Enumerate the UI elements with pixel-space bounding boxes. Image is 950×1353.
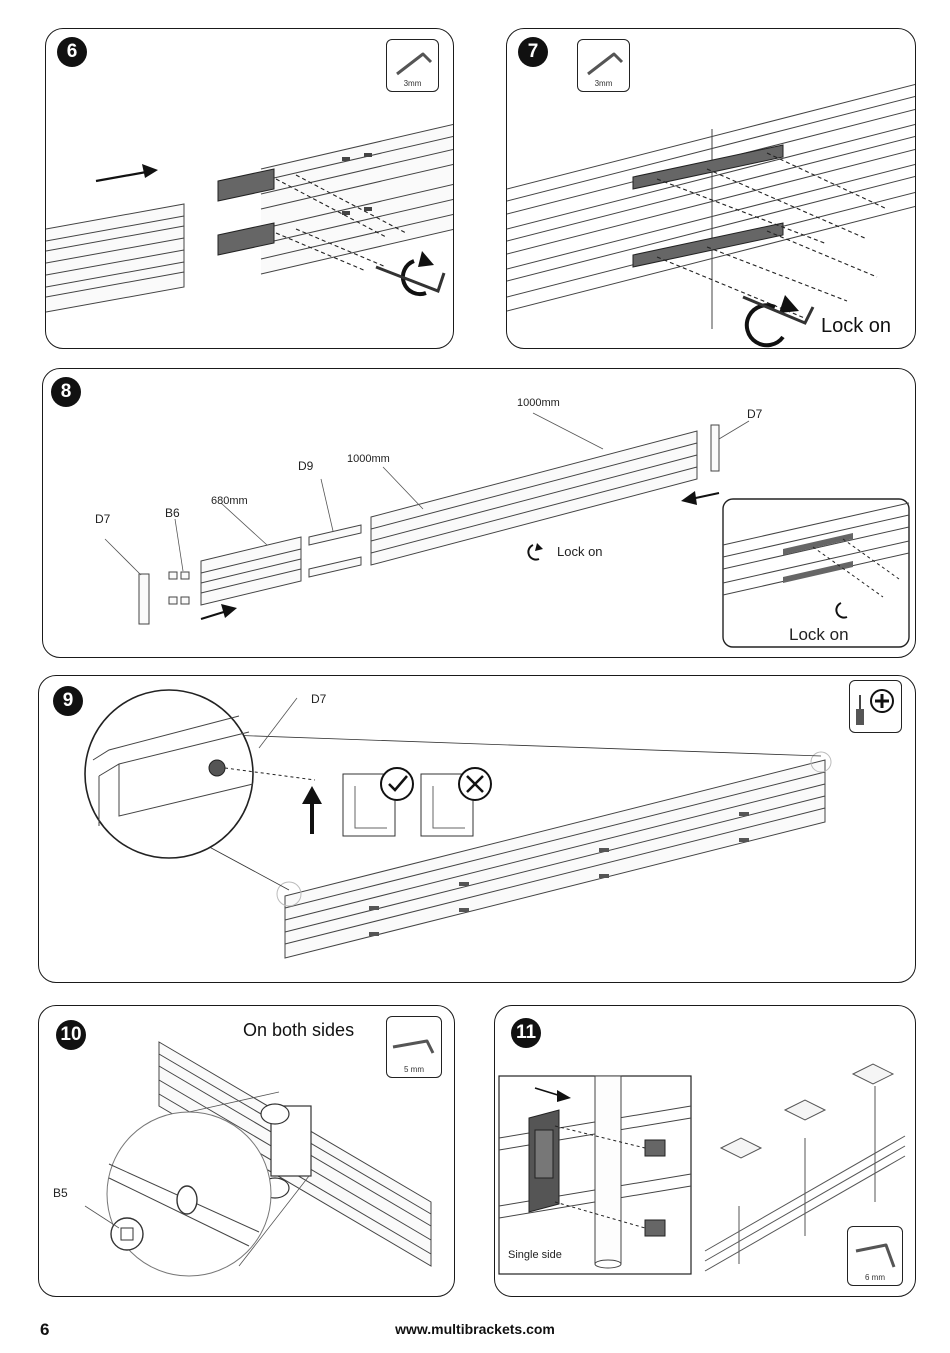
part-label-d7-right: D7 — [747, 407, 762, 421]
screwdriver-icon — [850, 681, 903, 734]
step-7-panel: 7 3mm Lock on — [506, 28, 916, 349]
step-7-illustration — [507, 29, 916, 349]
lock-on-label: Lock on — [557, 544, 603, 559]
part-label-d9: D9 — [298, 459, 313, 473]
tool-box — [849, 680, 902, 733]
tool-size-label: 3mm — [387, 79, 438, 88]
single-side-label: Single side — [508, 1249, 562, 1261]
part-label-b5: B5 — [53, 1186, 68, 1200]
footer-url: www.multibrackets.com — [0, 1321, 950, 1337]
step-number-badge: 6 — [57, 37, 87, 67]
tool-box: 3mm — [577, 39, 630, 92]
step-number-badge: 11 — [511, 1018, 541, 1048]
part-label-b6: B6 — [165, 506, 180, 520]
tool-size-label: 5 mm — [387, 1065, 441, 1074]
length-label-1000-b: 1000mm — [517, 397, 560, 409]
step-9-panel: 9 D7 — [38, 675, 916, 983]
step-6-panel: 6 3mm — [45, 28, 454, 349]
step-number-badge: 8 — [51, 377, 81, 407]
length-label-680: 680mm — [211, 495, 248, 507]
length-label-1000-a: 1000mm — [347, 453, 390, 465]
tool-box: 5 mm — [386, 1016, 442, 1078]
step-number-badge: 7 — [518, 37, 548, 67]
step-11-panel: 11 Single side 6 mm — [494, 1005, 916, 1297]
step-10-panel: 10 On both sides B5 5 mm — [38, 1005, 455, 1297]
tool-size-label: 3mm — [578, 79, 629, 88]
part-label-d7-left: D7 — [95, 512, 110, 526]
step-8-panel: 8 D7 B6 680mm D9 1000mm 1000mm D7 Lock o… — [42, 368, 916, 658]
both-sides-caption: On both sides — [243, 1020, 354, 1041]
tool-size-label: 6 mm — [848, 1273, 902, 1282]
lock-on-label: Lock on — [821, 315, 891, 338]
tool-box: 3mm — [386, 39, 439, 92]
tool-box: 6 mm — [847, 1226, 903, 1286]
step-number-badge: 10 — [56, 1020, 86, 1050]
part-label-d7: D7 — [311, 692, 326, 706]
inset-lock-on-label: Lock on — [789, 625, 849, 645]
step-9-illustration — [39, 676, 916, 983]
step-number-badge: 9 — [53, 686, 83, 716]
